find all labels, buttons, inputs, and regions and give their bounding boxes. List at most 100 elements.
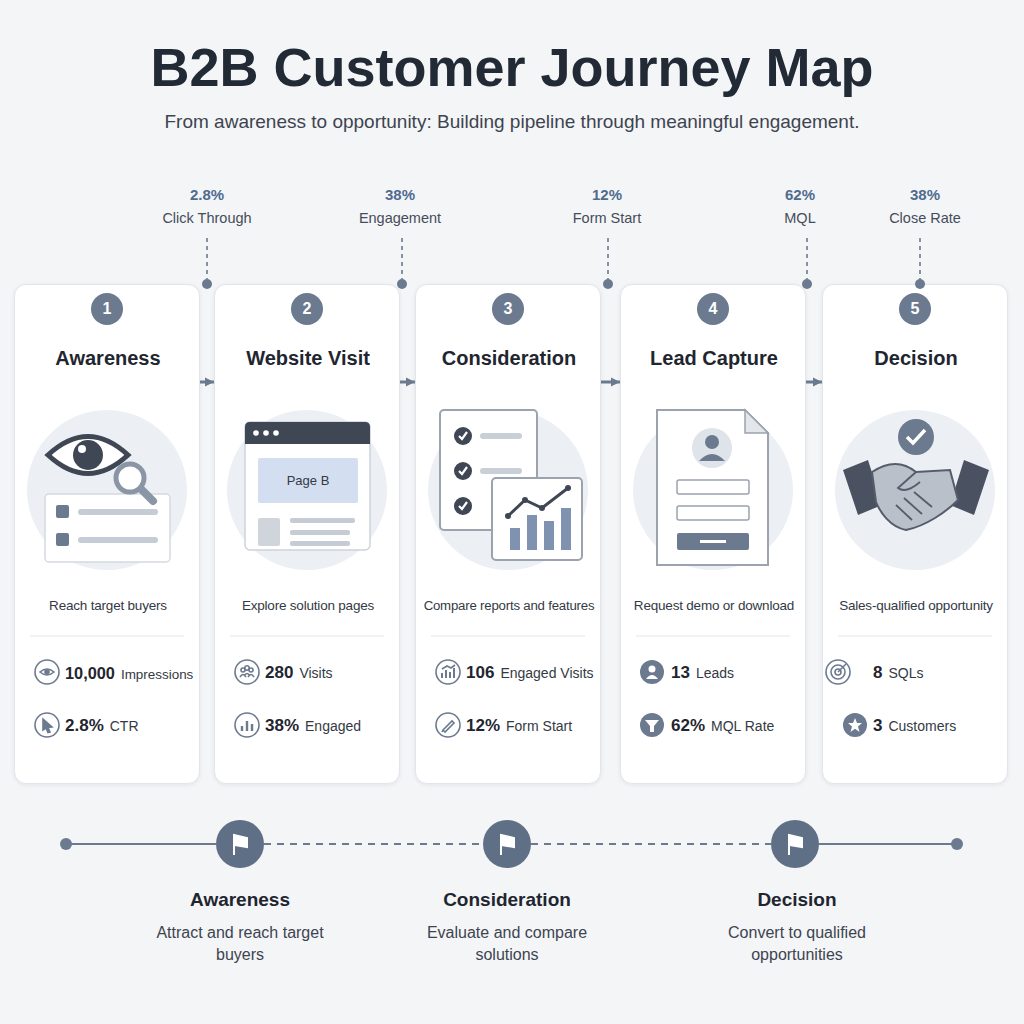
metric-value: 10,000	[65, 664, 115, 682]
caption: From awareness to opportunity: Building …	[0, 110, 1024, 134]
label-slot: Click Through	[137, 208, 277, 228]
label-slot: 2.8%	[137, 185, 277, 205]
label-slot: Engagement	[330, 208, 470, 228]
step-number: 1	[91, 293, 123, 325]
metric-row: 38% Engaged	[265, 714, 395, 738]
heading-slot: Lead Capture	[621, 345, 807, 371]
metric-value: 106	[466, 663, 494, 682]
callout-label: Engagement	[330, 208, 470, 228]
stage-card: Lead CaptureRequest demo or download 13 Le…	[620, 284, 806, 784]
metric-row: 12% Form Start	[466, 714, 596, 738]
metric-label: Leads	[696, 665, 734, 681]
metric-value: 13	[671, 663, 690, 682]
phase-heading: Decision	[687, 887, 907, 913]
title-slot: B2B Customer Journey Map	[0, 34, 1024, 100]
label-slot: Attract and reach target buyers	[155, 922, 325, 966]
metric-value: 8	[873, 663, 882, 682]
step-number-text: 5	[911, 300, 920, 317]
label-slot: 38%	[330, 185, 470, 205]
stage-card: Website VisitExplore solution pages 280 Vi…	[214, 284, 400, 784]
stage-description: Request demo or download	[634, 597, 794, 615]
stage-description: Compare reports and features	[424, 597, 595, 615]
label-slot: Awareness	[130, 887, 350, 913]
description-slot: Request demo or download	[621, 596, 807, 615]
callout-value: 62%	[730, 185, 870, 205]
step-number-text: 4	[709, 300, 718, 317]
metric-value: 38%	[265, 716, 299, 735]
label-slot: Evaluate and compare solutions	[422, 922, 592, 966]
title: B2B Customer Journey Map	[0, 34, 1024, 100]
flow-arrow	[806, 381, 822, 384]
label-slot: Page B	[260, 472, 356, 490]
stage-heading: Consideration	[442, 345, 576, 371]
metric-label: Engaged	[305, 718, 361, 734]
metric-label: Visits	[299, 665, 332, 681]
stage-heading: Decision	[874, 345, 957, 371]
stage-card: AwarenessReach target buyers 10,000Impres…	[14, 284, 200, 784]
metric-value: 280	[265, 663, 293, 682]
metric-label: SQLs	[888, 665, 923, 681]
stage-description: Reach target buyers	[49, 597, 167, 615]
flow-arrow	[200, 381, 214, 384]
metric-row: 280 Visits	[265, 661, 395, 685]
step-number: 2	[291, 293, 323, 325]
step-number-text: 2	[303, 300, 312, 317]
phase-description: Convert to qualified opportunities	[712, 922, 882, 966]
label-slot: Consideration	[397, 887, 617, 913]
heading-slot: Consideration	[416, 345, 602, 371]
metric-value: 2.8%	[65, 716, 104, 735]
phase-description: Evaluate and compare solutions	[422, 922, 592, 966]
heading-slot: Awareness	[15, 345, 201, 371]
metric-label: Engaged Visits	[500, 665, 593, 681]
label-slot: Form Start	[537, 208, 677, 228]
stage-heading: Website Visit	[246, 345, 370, 371]
metric-row: 2.8% CTR	[65, 714, 195, 738]
callout-value: 38%	[330, 185, 470, 205]
stage-card: DecisionSales-qualified opportunity 8 SQLs…	[822, 284, 1008, 784]
step-number: 4	[697, 293, 729, 325]
callout-label: Click Through	[137, 208, 277, 228]
phase-heading: Consideration	[397, 887, 617, 913]
step-number-text: 1	[103, 300, 112, 317]
metric-value: 62%	[671, 716, 705, 735]
callout-label: MQL	[730, 208, 870, 228]
metric-row: 3Customers	[873, 714, 1003, 738]
step-number-text: 3	[504, 300, 513, 317]
metric-row: 10,000Impressions	[65, 661, 195, 685]
metric-label: Form Start	[506, 718, 572, 734]
step-number: 5	[899, 293, 931, 325]
caption-slot: From awareness to opportunity: Building …	[0, 110, 1024, 134]
stage-heading: Awareness	[55, 345, 160, 371]
callout-label: Form Start	[537, 208, 677, 228]
stage-description: Explore solution pages	[242, 597, 374, 615]
stage-card: ConsiderationCompare reports and feature…	[415, 284, 601, 784]
callout-value: 38%	[855, 185, 995, 205]
description-slot: Explore solution pages	[215, 596, 401, 615]
callout-value: 2.8%	[137, 185, 277, 205]
label-slot: Convert to qualified opportunities	[712, 922, 882, 966]
flow-arrow	[400, 381, 415, 384]
step-number: 3	[492, 293, 524, 325]
phase-description: Attract and reach target buyers	[155, 922, 325, 966]
callout-value: 12%	[537, 185, 677, 205]
heading-slot: Website Visit	[215, 345, 401, 371]
metric-value: 12%	[466, 716, 500, 735]
heading-slot: Decision	[823, 345, 1009, 371]
metric-label: CTR	[110, 718, 139, 734]
stage-heading: Lead Capture	[650, 345, 778, 371]
description-slot: Sales-qualified opportunity	[823, 596, 1009, 615]
description-slot: Compare reports and features	[416, 596, 602, 615]
description-slot: Reach target buyers	[15, 596, 201, 615]
stage-description: Sales-qualified opportunity	[839, 597, 993, 615]
phase-heading: Awareness	[130, 887, 350, 913]
metric-label: Customers	[888, 718, 956, 734]
illustration-text: Page B	[260, 472, 356, 490]
label-slot: Decision	[687, 887, 907, 913]
metric-row: 106 Engaged Visits	[466, 661, 596, 685]
label-slot: 62%	[730, 185, 870, 205]
label-slot: 12%	[537, 185, 677, 205]
